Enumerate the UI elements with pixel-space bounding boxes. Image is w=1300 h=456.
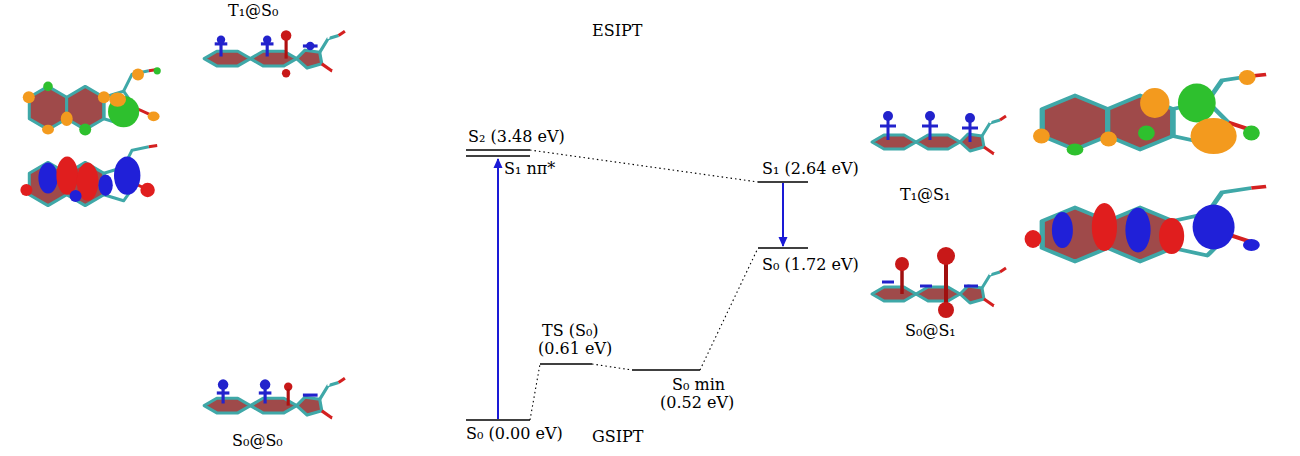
state-label: S₀ (0.00 eV)	[466, 425, 563, 443]
orbital-plot	[19, 67, 161, 140]
molecule-figure	[864, 111, 1006, 155]
molecule-figure	[196, 30, 345, 77]
dotted-path	[530, 150, 758, 420]
molecule-figure	[864, 247, 1006, 318]
state-label: S₀ (1.72 eV)	[762, 256, 859, 274]
state-label: GSIPT	[592, 428, 644, 446]
state-label: TS (S₀)	[542, 322, 599, 340]
state-label: S₁ (2.64 eV)	[762, 160, 859, 178]
state-label: S₀@S₁	[905, 322, 956, 340]
state-label: T₁@S₁	[900, 186, 950, 204]
state-label: S₀@S₀	[232, 432, 283, 450]
orbital-plot	[1025, 187, 1269, 276]
state-label: (0.61 eV)	[538, 340, 612, 358]
state-label: S₀ min	[672, 376, 725, 394]
state-label: T₁@S₀	[228, 2, 278, 20]
state-label: ESIPT	[592, 22, 642, 40]
state-label: S₂ (3.48 eV)	[468, 128, 565, 146]
emission-arrow	[782, 183, 784, 246]
orbital-plot	[1025, 70, 1269, 163]
energy-level	[466, 150, 808, 420]
molecule-figure	[196, 377, 345, 419]
state-label: S₁ nπ*	[504, 160, 555, 178]
state-label: (0.52 eV)	[660, 394, 734, 412]
excitation-arrow	[497, 159, 499, 419]
orbital-plot	[19, 146, 158, 217]
